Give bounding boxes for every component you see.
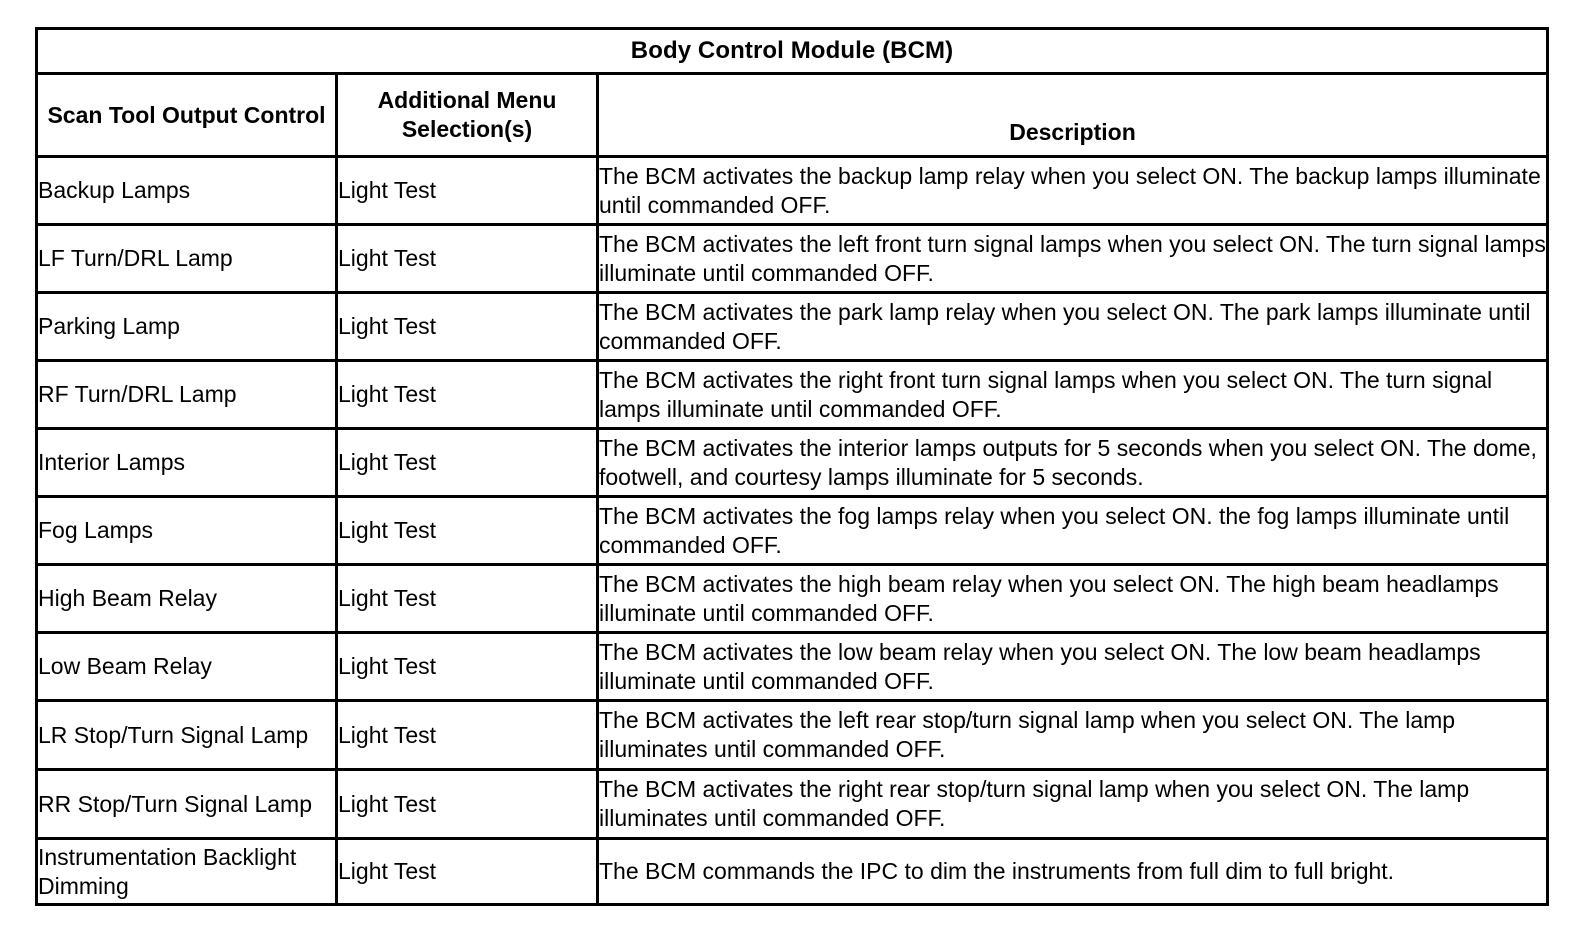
table-head: Body Control Module (BCM) Scan Tool Outp…: [35, 27, 1549, 158]
table-row: Interior Lamps Light Test The BCM activa…: [35, 427, 1549, 498]
table-row: Fog Lamps Light Test The BCM activates t…: [35, 495, 1549, 566]
cell-menu: Light Test: [335, 291, 599, 362]
cell-menu: Light Test: [335, 155, 599, 226]
cell-control: Instrumentation Backlight Dimming: [35, 837, 338, 906]
table-row: LR Stop/Turn Signal Lamp Light Test The …: [35, 699, 1549, 771]
cell-description: The BCM activates the backup lamp relay …: [596, 155, 1549, 226]
table-row: Backup Lamps Light Test The BCM activate…: [35, 155, 1549, 226]
cell-control: Interior Lamps: [35, 427, 338, 498]
cell-description: The BCM activates the interior lamps out…: [596, 427, 1549, 498]
cell-menu: Light Test: [335, 223, 599, 294]
cell-control: Backup Lamps: [35, 155, 338, 226]
column-header-description: Description: [596, 72, 1549, 158]
cell-description: The BCM activates the left rear stop/tur…: [596, 699, 1549, 771]
cell-description: The BCM activates the fog lamps relay wh…: [596, 495, 1549, 566]
cell-menu: Light Test: [335, 563, 599, 634]
bcm-output-control-table: Body Control Module (BCM) Scan Tool Outp…: [35, 27, 1549, 906]
table-row: Low Beam Relay Light Test The BCM activa…: [35, 631, 1549, 702]
cell-description: The BCM commands the IPC to dim the inst…: [596, 837, 1549, 906]
cell-control: Fog Lamps: [35, 495, 338, 566]
bcm-table-container: Body Control Module (BCM) Scan Tool Outp…: [35, 27, 1549, 906]
cell-description: The BCM activates the left front turn si…: [596, 223, 1549, 294]
cell-control: LR Stop/Turn Signal Lamp: [35, 699, 338, 771]
column-header-menu: Additional Menu Selection(s): [335, 72, 599, 158]
cell-control: Parking Lamp: [35, 291, 338, 362]
cell-menu: Light Test: [335, 359, 599, 430]
table-title: Body Control Module (BCM): [35, 27, 1549, 75]
cell-menu: Light Test: [335, 631, 599, 702]
cell-description: The BCM activates the right front turn s…: [596, 359, 1549, 430]
table-body: Backup Lamps Light Test The BCM activate…: [35, 155, 1549, 906]
column-header-control: Scan Tool Output Control: [35, 72, 338, 158]
cell-control: Low Beam Relay: [35, 631, 338, 702]
cell-description: The BCM activates the low beam relay whe…: [596, 631, 1549, 702]
table-row: RF Turn/DRL Lamp Light Test The BCM acti…: [35, 359, 1549, 430]
table-row: Instrumentation Backlight Dimming Light …: [35, 837, 1549, 906]
table-title-row: Body Control Module (BCM): [35, 27, 1549, 75]
table-row: LF Turn/DRL Lamp Light Test The BCM acti…: [35, 223, 1549, 294]
cell-menu: Light Test: [335, 699, 599, 771]
cell-control: High Beam Relay: [35, 563, 338, 634]
cell-control: RF Turn/DRL Lamp: [35, 359, 338, 430]
table-row: RR Stop/Turn Signal Lamp Light Test The …: [35, 768, 1549, 840]
cell-control: RR Stop/Turn Signal Lamp: [35, 768, 338, 840]
cell-description: The BCM activates the high beam relay wh…: [596, 563, 1549, 634]
table-row: High Beam Relay Light Test The BCM activ…: [35, 563, 1549, 634]
cell-description: The BCM activates the right rear stop/tu…: [596, 768, 1549, 840]
table-row: Parking Lamp Light Test The BCM activate…: [35, 291, 1549, 362]
cell-menu: Light Test: [335, 427, 599, 498]
cell-description: The BCM activates the park lamp relay wh…: [596, 291, 1549, 362]
cell-control: LF Turn/DRL Lamp: [35, 223, 338, 294]
cell-menu: Light Test: [335, 495, 599, 566]
cell-menu: Light Test: [335, 768, 599, 840]
table-header-row: Scan Tool Output Control Additional Menu…: [35, 72, 1549, 158]
cell-menu: Light Test: [335, 837, 599, 906]
